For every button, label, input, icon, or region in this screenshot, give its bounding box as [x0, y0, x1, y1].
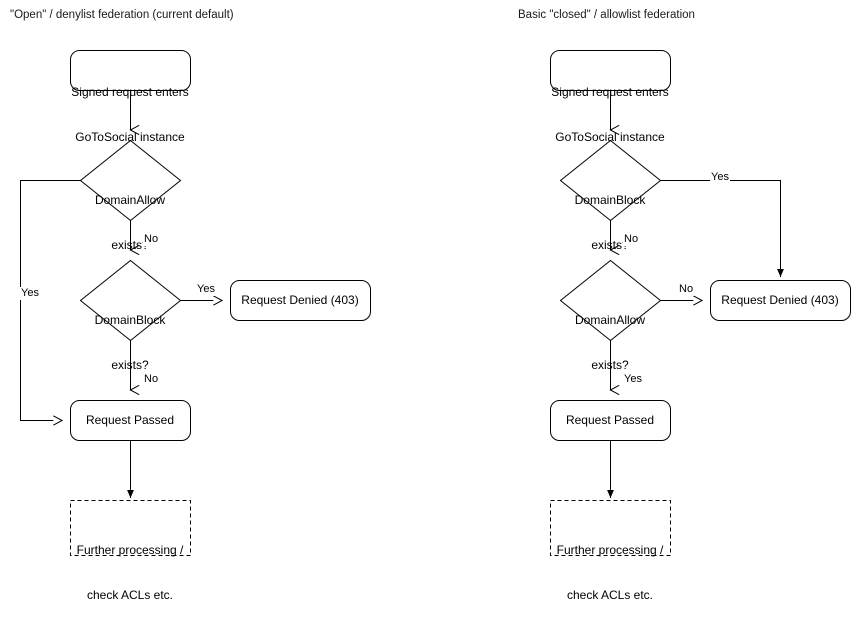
left-further-line2: check ACLs etc. — [86, 588, 174, 602]
left-request-passed-box — [70, 400, 191, 441]
right-edge-label-allow-yes: Yes — [623, 373, 643, 386]
right-diagram-title: Basic "closed" / allowlist federation — [518, 9, 695, 21]
right-further-line2: check ACLs etc. — [566, 588, 654, 602]
flowchart-canvas: "Open" / denylist federation (current de… — [10, 9, 851, 602]
left-request-denied-box — [230, 280, 371, 321]
left-diagram-shapes — [20, 50, 371, 556]
left-diagram-title: "Open" / denylist federation (current de… — [10, 9, 234, 21]
right-domain-allow-diamond — [559, 259, 662, 342]
left-domain-block-diamond — [79, 259, 182, 342]
right-domain-block-diamond — [559, 139, 662, 222]
right-edge-label-block-yes: Yes — [710, 171, 730, 184]
left-edge-label-block-no: No — [143, 373, 160, 386]
right-further-processing-box — [550, 500, 671, 556]
left-edge-label-block-yes: Yes — [196, 283, 216, 296]
right-diagram-shapes — [550, 50, 851, 556]
right-request-denied-box — [710, 280, 851, 321]
flowchart-svg — [20, 50, 851, 556]
right-edge-block-yes — [660, 180, 784, 277]
left-further-processing-box — [70, 500, 191, 556]
left-edge-allow-yes — [20, 180, 81, 426]
right-start-box — [550, 50, 671, 91]
left-edge-label-allow-yes: Yes — [20, 287, 40, 300]
right-request-passed-box — [550, 400, 671, 441]
right-edge-label-block-no: No — [623, 233, 640, 246]
left-edge-label-allow-no: No — [143, 233, 160, 246]
left-start-box — [70, 50, 191, 91]
right-edge-label-allow-no: No — [678, 283, 695, 296]
left-domain-allow-diamond — [79, 139, 182, 222]
